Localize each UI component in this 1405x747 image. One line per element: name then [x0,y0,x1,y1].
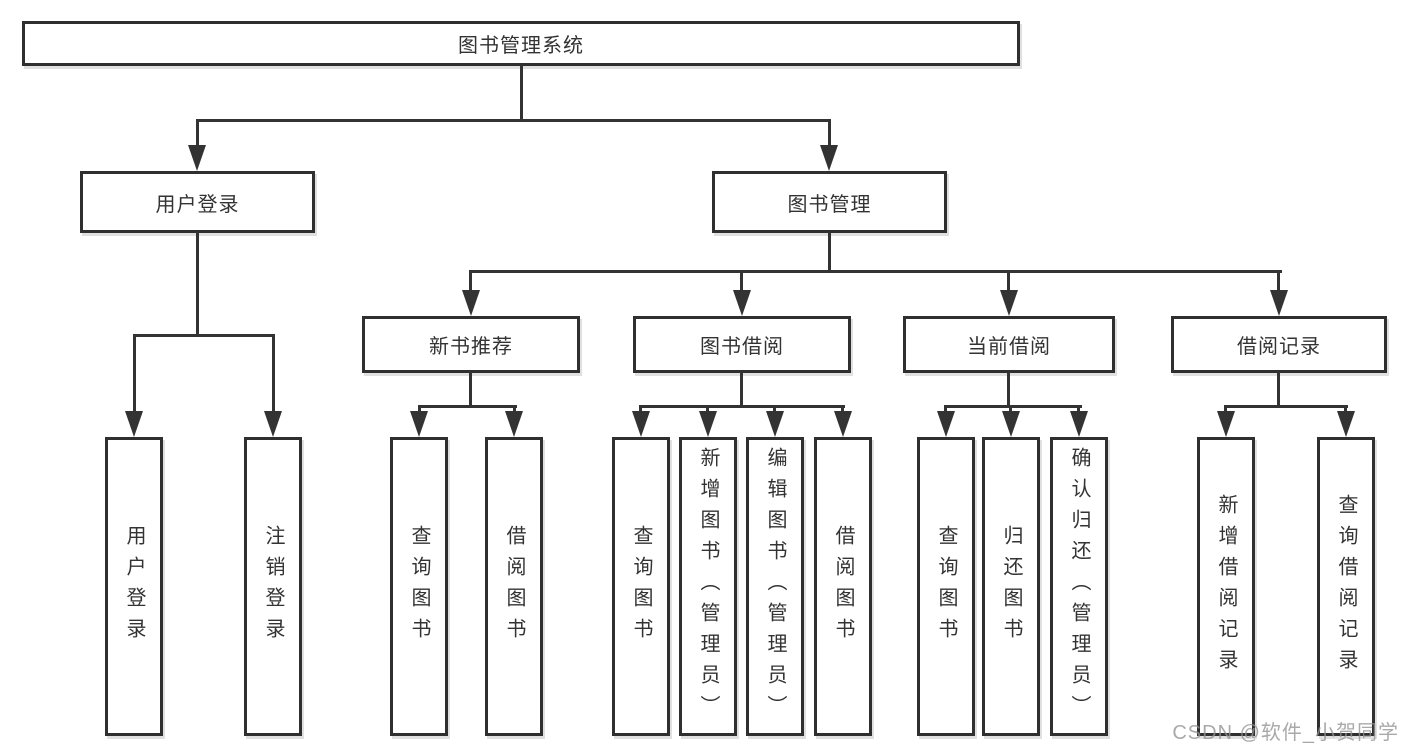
leaf-add-borrow-record: 新增借阅记录 [1197,437,1255,736]
arrowhead-icon [125,411,143,437]
connector-line [469,270,472,294]
node-borrow-records-label: 借阅记录 [1237,336,1321,358]
leaf-return-books-label: 归还图书 [1000,524,1022,649]
leaf-return-books: 归还图书 [982,437,1040,736]
node-new-book-recommend-label: 新书推荐 [429,336,513,358]
leaf-add-books-admin: 新增图书（管理员） [679,437,737,736]
arrowhead-icon [834,411,852,437]
leaf-borrow-books: 借阅图书 [814,437,872,736]
connector-line [520,65,523,121]
connector-line [418,405,517,408]
arrowhead-icon [1070,411,1088,437]
arrowhead-icon [699,411,717,437]
arrowhead-icon [733,290,751,316]
node-current-borrow-label: 当前借阅 [967,336,1051,358]
node-book-management-label: 图书管理 [787,193,872,216]
leaf-add-books-admin-label: 新增图书（管理员） [697,447,719,726]
arrowhead-icon [1270,290,1288,316]
leaf-recommend-borrow-books: 借阅图书 [485,437,543,736]
csdn-watermark: CSDN @软件_小贺同学 [1172,722,1399,744]
connector-line [740,270,743,294]
node-new-book-recommend: 新书推荐 [362,316,580,373]
arrowhead-icon [820,145,838,171]
connector-line [196,119,831,122]
leaf-borrow-books-label: 借阅图书 [832,524,854,649]
connector-line [133,334,136,414]
connector-line [469,372,472,408]
arrowhead-icon [632,411,650,437]
arrowhead-icon [937,411,955,437]
leaf-query-borrow-record-label: 查询借阅记录 [1335,493,1357,680]
arrowhead-icon [1217,411,1235,437]
connector-line [196,232,199,336]
connector-line [740,372,743,408]
connector-line [272,334,275,414]
leaf-borrow-query-books-label: 查询图书 [630,524,652,649]
leaf-logout: 注销登录 [244,437,302,736]
arrowhead-icon [1000,290,1018,316]
leaf-recommend-query-books: 查询图书 [390,437,448,736]
node-root: 图书管理系统 [22,21,1020,66]
arrowhead-icon [410,411,428,437]
leaf-recommend-query-books-label: 查询图书 [408,524,430,649]
connector-line [1224,405,1348,408]
arrowhead-icon [1337,411,1355,437]
leaf-borrow-query-books: 查询图书 [612,437,670,736]
leaf-current-query-books: 查询图书 [917,437,975,736]
leaf-confirm-return-admin-label: 确认归还（管理员） [1068,447,1090,726]
leaf-edit-books-admin-label: 编辑图书（管理员） [764,447,786,726]
connector-line [828,119,831,147]
connector-line [1277,372,1280,408]
connector-line [944,405,1082,408]
node-book-borrow-label: 图书借阅 [700,336,784,358]
leaf-confirm-return-admin: 确认归还（管理员） [1050,437,1108,736]
arrowhead-icon [462,290,480,316]
node-current-borrow: 当前借阅 [903,316,1115,373]
arrowhead-icon [766,411,784,437]
leaf-query-borrow-record: 查询借阅记录 [1317,437,1375,736]
connector-line [639,405,845,408]
node-book-management: 图书管理 [712,171,947,233]
connector-line [133,334,275,337]
node-borrow-records: 借阅记录 [1171,316,1387,373]
leaf-edit-books-admin: 编辑图书（管理员） [746,437,804,736]
node-root-label: 图书管理系统 [458,35,584,57]
arrowhead-icon [1002,411,1020,437]
leaf-user-login: 用户登录 [105,437,163,736]
leaf-logout-label: 注销登录 [262,524,284,649]
arrowhead-icon [264,411,282,437]
connector-line [1007,372,1010,408]
leaf-add-borrow-record-label: 新增借阅记录 [1215,493,1237,680]
node-book-borrow: 图书借阅 [633,316,851,373]
connector-line [828,232,831,273]
connector-line [196,119,199,147]
connector-line [1277,270,1280,294]
arrowhead-icon [188,145,206,171]
connector-line [469,270,1282,273]
node-user-login: 用户登录 [80,171,315,233]
leaf-current-query-books-label: 查询图书 [935,524,957,649]
leaf-recommend-borrow-books-label: 借阅图书 [503,524,525,649]
arrowhead-icon [505,411,523,437]
node-user-login-label: 用户登录 [155,193,240,216]
leaf-user-login-label: 用户登录 [123,524,145,649]
connector-line [1007,270,1010,294]
